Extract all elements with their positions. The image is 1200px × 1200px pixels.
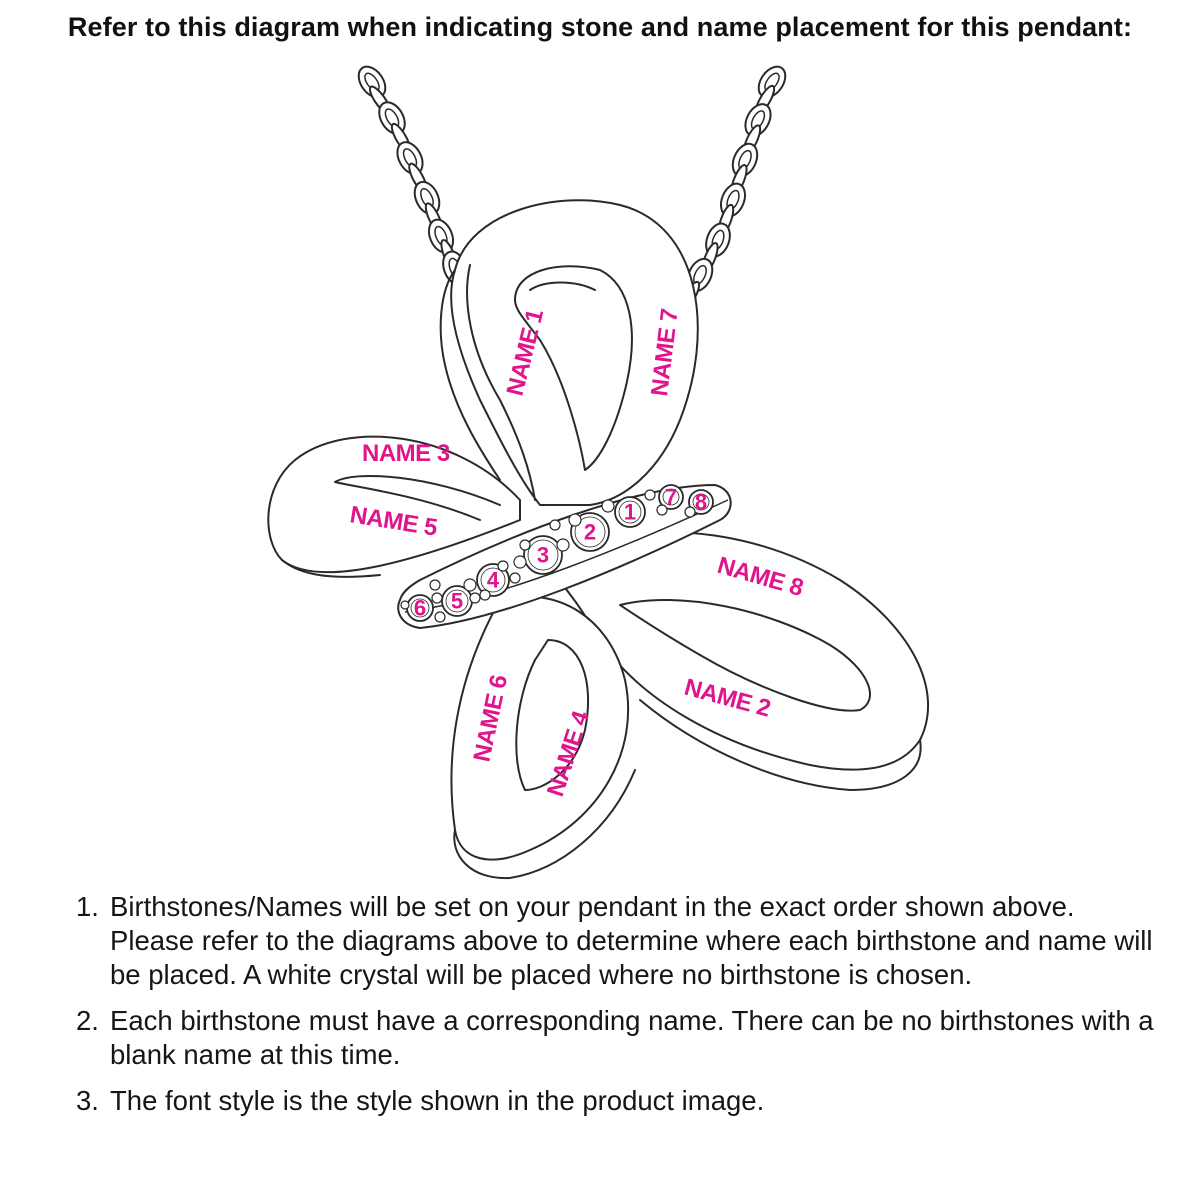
- pave-stone: [684, 506, 696, 518]
- diagram-instruction-heading: Refer to this diagram when indicating st…: [67, 12, 1133, 42]
- lower-right-wing: [539, 531, 929, 791]
- pave-stone: [549, 519, 561, 531]
- stone-number: 3: [537, 543, 549, 568]
- stone-1: 1: [614, 496, 646, 528]
- pave-stone: [497, 560, 509, 572]
- stone-number: 1: [624, 500, 636, 525]
- instruction-item-1: 1. Birthstones/Names will be set on your…: [76, 890, 1156, 992]
- pave-stone: [519, 539, 531, 551]
- stone-number: 4: [487, 568, 500, 593]
- instruction-number: 2.: [76, 1005, 99, 1036]
- stone-number: 7: [665, 485, 677, 510]
- stone-number: 5: [451, 589, 463, 614]
- stone-number: 2: [584, 520, 596, 545]
- instruction-number: 3.: [76, 1085, 99, 1116]
- pave-stone: [656, 504, 668, 516]
- stone-8: 8: [688, 489, 714, 515]
- chain-right: [679, 65, 787, 312]
- instructions-list: 1. Birthstones/Names will be set on your…: [76, 890, 1156, 1130]
- instruction-text: Birthstones/Names will be set on your pe…: [110, 891, 1153, 990]
- pave-stone: [556, 538, 570, 552]
- pave-stone: [644, 489, 656, 501]
- stone-7: 7: [658, 484, 684, 510]
- name-3-label: NAME 3: [362, 440, 450, 467]
- chain-left: [357, 65, 468, 286]
- pave-stone: [469, 592, 481, 604]
- stone-4: 4: [476, 563, 510, 597]
- pave-stone: [431, 592, 443, 604]
- stone-number: 6: [414, 596, 426, 621]
- pave-stone: [601, 499, 615, 513]
- pave-stone: [479, 589, 491, 601]
- instruction-item-2: 2. Each birthstone must have a correspon…: [76, 1004, 1156, 1072]
- instruction-item-3: 3. The font style is the style shown in …: [76, 1084, 1156, 1118]
- upper-right-wing: [439, 199, 699, 506]
- pave-stone: [463, 578, 477, 592]
- chain-link: [744, 103, 772, 137]
- instruction-text: Each birthstone must have a correspondin…: [110, 1005, 1154, 1070]
- pave-accent-stones: [400, 489, 696, 623]
- pave-stone: [434, 611, 446, 623]
- stone-5: 5: [441, 585, 473, 617]
- pave-stone: [429, 579, 441, 591]
- stone-6: 6: [406, 594, 434, 622]
- upper-left-wing: [267, 435, 521, 578]
- instruction-text: The font style is the style shown in the…: [110, 1085, 765, 1116]
- pave-stone: [513, 555, 527, 569]
- stone-number: 8: [695, 490, 707, 515]
- stone-3: 3: [523, 535, 563, 575]
- pave-stone: [568, 513, 582, 527]
- instruction-number: 1.: [76, 891, 99, 922]
- pave-stone: [509, 572, 521, 584]
- pave-stone: [400, 600, 410, 610]
- lower-left-wing: [450, 595, 636, 880]
